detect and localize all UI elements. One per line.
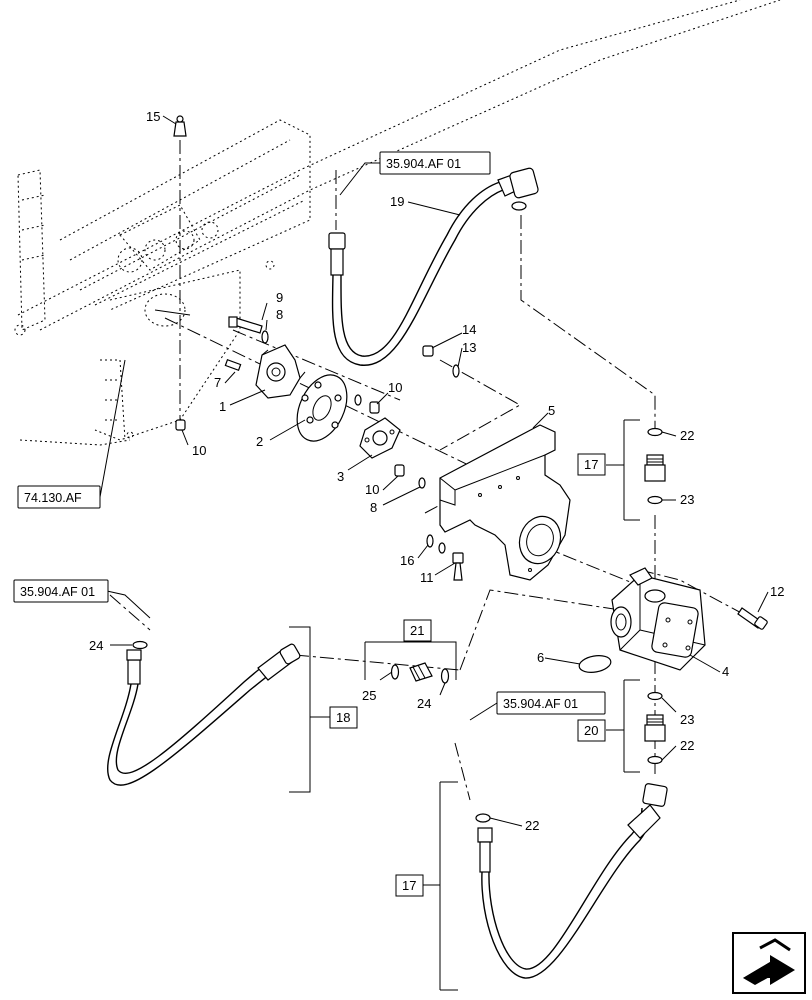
boxed-item-numbers: 17 21 18 20 17: [329, 453, 606, 897]
callout-11: 11: [420, 570, 434, 585]
nut-part-10c: [394, 464, 405, 477]
flange-hub-part-3: [359, 417, 401, 459]
callout-15: 15: [146, 109, 160, 124]
callout-labels: 15 9 8 7 1 2 10 10 3 10 8 14 13 19 5 16 …: [89, 109, 784, 833]
callout-10-left: 10: [192, 443, 206, 458]
callout-24-center: 24: [417, 696, 431, 711]
nut-part-10b: [175, 419, 186, 431]
callout-14: 14: [462, 322, 476, 337]
callout-8b: 8: [370, 500, 377, 515]
callout-4: 4: [722, 664, 729, 679]
o-ring-part-22a: [647, 427, 663, 437]
o-ring-part-6: [578, 655, 612, 673]
boxed-21: 21: [410, 623, 424, 638]
hub-part-1: [255, 344, 306, 399]
bolt-part-14: [422, 345, 434, 357]
boxed-20: 20: [584, 723, 598, 738]
bracket-part-5: [439, 424, 571, 581]
callout-13: 13: [462, 340, 476, 355]
callout-2: 2: [256, 434, 263, 449]
callout-23-lower: 23: [680, 712, 694, 727]
next-page-arrow-icon[interactable]: [732, 932, 806, 994]
fitting-part-lower: [644, 714, 666, 742]
callout-10-center: 10: [365, 482, 379, 497]
callout-16: 16: [400, 553, 414, 568]
o-ring-part-23a: [647, 495, 663, 505]
reference-hose-left[interactable]: 35.904.AF 01: [20, 585, 95, 599]
hose-assembly-part-18: [106, 643, 301, 786]
callout-9: 9: [276, 290, 283, 305]
callout-24-left: 24: [89, 638, 103, 653]
o-ring-part-24b: [440, 668, 450, 684]
callout-22-upper: 22: [680, 428, 694, 443]
callout-22-lower: 22: [680, 738, 694, 753]
boxed-18: 18: [336, 710, 350, 725]
bolt-part-11: [452, 552, 464, 581]
nut-part-10a: [354, 394, 380, 414]
callout-3: 3: [337, 469, 344, 484]
washer-part-8b: [418, 477, 426, 489]
callout-5: 5: [548, 403, 555, 418]
hose-assembly-part-19: [328, 167, 539, 366]
hose-assembly-part-17: [475, 783, 668, 979]
o-ring-part-23b: [647, 691, 663, 701]
callout-12: 12: [770, 584, 784, 599]
fitting-part-upper: [644, 454, 666, 482]
coupling-disc-part-2: [296, 374, 348, 442]
bolt-part-12: [737, 607, 768, 630]
washer-part-8a: [261, 330, 269, 344]
o-ring-part-22b: [647, 755, 663, 765]
callout-25: 25: [362, 688, 376, 703]
boxed-17-lower: 17: [402, 878, 416, 893]
boxed-17-upper: 17: [584, 457, 598, 472]
callout-7: 7: [214, 375, 221, 390]
callout-23-upper: 23: [680, 492, 694, 507]
bolt-part-9: [228, 316, 263, 334]
reference-hose-top[interactable]: 35.904.AF 01: [386, 157, 461, 171]
reference-frame[interactable]: 74.130.AF: [24, 491, 82, 505]
reference-hose-bottom[interactable]: 35.904.AF 01: [503, 697, 578, 711]
key-part-7: [224, 359, 242, 371]
callout-19: 19: [390, 194, 404, 209]
washer-part-16b: [438, 542, 446, 554]
fitting-part-21: [409, 662, 433, 682]
washer-part-13: [452, 364, 460, 378]
o-ring-part-24a: [132, 640, 148, 650]
grease-fitting-part: [173, 115, 187, 137]
o-ring-part-25: [390, 664, 400, 680]
callout-8a: 8: [276, 307, 283, 322]
washer-part-16: [426, 534, 434, 548]
machine-frame: [14, 0, 781, 446]
reference-boxes: 35.904.AF 01 74.130.AF 35.904.AF 01 35.9…: [13, 151, 606, 715]
callout-10-upper: 10: [388, 380, 402, 395]
hydraulic-pump-part-4: [610, 567, 706, 671]
callout-6: 6: [537, 650, 544, 665]
callout-1: 1: [219, 399, 226, 414]
callout-22-hose: 22: [525, 818, 539, 833]
callout-leaders: [99, 115, 769, 991]
